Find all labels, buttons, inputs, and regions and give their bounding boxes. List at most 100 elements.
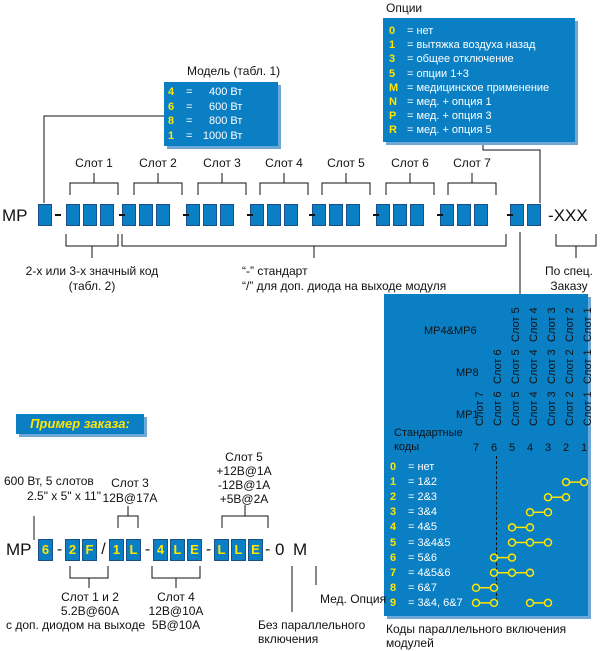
option-code: 3 (389, 53, 396, 66)
standard-note-2: “/” для доп. диода на выходе модуля (242, 279, 447, 293)
parallel-caption-1: Коды параллельного включения (386, 622, 567, 636)
parallel-label: = 3&4&5 (408, 536, 451, 549)
code-slot-box (100, 204, 114, 226)
code-slot-box (267, 204, 281, 226)
parallel-label: = нет (408, 461, 435, 473)
example-code-box: 4 (153, 539, 168, 561)
option-code: 0 (389, 25, 396, 37)
example-code-box: L (170, 539, 185, 561)
code-dash (55, 214, 61, 216)
model-row: 8 = 800 Вт (168, 114, 242, 128)
option-code: M (389, 81, 399, 94)
parallel-code: 6 (390, 551, 397, 564)
code-slot-box (410, 204, 424, 226)
option-label: = опции 1+3 (407, 67, 469, 80)
example-slot12-2: 5.2B@60A (60, 604, 120, 618)
option-row: 3= общее отключение (389, 52, 514, 66)
option-row: 5= опции 1+3 (389, 67, 469, 81)
digit-code-note-2: (табл. 2) (68, 279, 116, 293)
model-value: 1000 Вт (202, 129, 243, 142)
example-model-2: 2.5" x 5" x 11" (27, 489, 101, 503)
example-slot12-3: с доп. диодом на выходе (6, 618, 146, 632)
code-suffix: -XXX (548, 206, 588, 225)
connector-dot (489, 553, 499, 562)
connector-dot (543, 508, 553, 517)
code-slot-box (38, 204, 52, 226)
col-number: 3 (544, 442, 552, 454)
example-slot12-1: Слот 1 и 2 (61, 590, 119, 604)
model-code: 8 (168, 115, 175, 127)
model-value: 800 Вт (209, 115, 243, 127)
model-eq: = (186, 86, 193, 98)
example-slot4-1: Слот 4 (157, 590, 195, 604)
model-value: 400 Вт (209, 86, 243, 98)
code-slot-box (284, 204, 298, 226)
special-note-2: Заказу (550, 279, 588, 293)
connector-dot (507, 538, 517, 547)
connector-dot (489, 583, 499, 593)
model-row: 1=1000 Вт (168, 129, 242, 143)
example-code-box: L (214, 539, 229, 561)
example-title-box: Пример заказа: (16, 414, 144, 434)
connector-dot (543, 538, 553, 547)
model-code: 1 (168, 129, 175, 142)
parallel-code-row: 9= 3&4, 6&7 (390, 596, 463, 610)
col-number: 1 (580, 442, 588, 454)
slot-label: Слот 2 (139, 156, 177, 170)
model-eq: = (186, 115, 193, 127)
connector-dot (525, 568, 535, 577)
parallel-code: 0 (390, 461, 397, 473)
connector-dot (525, 598, 535, 608)
option-label: = мед. + опция 3 (407, 110, 492, 123)
code-slot-box (527, 204, 541, 226)
option-label: = мед. + опция 5 (407, 124, 492, 137)
option-code: R (389, 124, 397, 137)
example-slot3-1: Слот 3 (111, 476, 149, 490)
code-slot-box (156, 204, 170, 226)
slot-label: Слот 7 (453, 156, 491, 170)
option-row: P= мед. + опция 3 (389, 109, 492, 123)
model-row: 4=400 Вт (168, 85, 242, 99)
parallel-label: = 3&4 (408, 506, 438, 519)
example-separator: - (144, 541, 151, 558)
parallel-code: 4 (390, 521, 397, 534)
connector-dot (507, 568, 517, 577)
code-dash (183, 214, 189, 216)
code-slot-box (346, 204, 360, 226)
parallel-code: 5 (390, 536, 397, 549)
connector-dot (543, 492, 553, 502)
example-noparallel-2: включения (258, 632, 319, 646)
parallel-code: 9 (390, 596, 397, 609)
connector-dot (471, 583, 481, 593)
parallel-code: 2 (390, 491, 397, 504)
example-prefix: MP (6, 540, 32, 559)
example-slot3-2: 12B@17A (102, 491, 158, 505)
option-row: 0= нет (389, 24, 433, 38)
example-slot5-4: +5B@2A (219, 492, 269, 506)
slot-label: Слот 6 (391, 156, 429, 170)
example-noparallel-1: Без параллельного (258, 618, 366, 632)
parallel-code-row: 4= 4&5 (390, 520, 437, 534)
slot-label: Слот 1 (75, 156, 113, 170)
slot-label: Слот 5 (327, 156, 365, 170)
parallel-code-row: 7= 4&5&6 (390, 566, 451, 580)
option-row: R = мед. + опция 5 (389, 123, 492, 137)
example-med-option: Мед. Опция (320, 592, 387, 606)
code-dash (119, 214, 125, 216)
parallel-code-row: 2= 2&3 (390, 490, 437, 504)
code-dash (437, 214, 443, 216)
option-row: M= медицинское применение (389, 81, 549, 95)
code-slot-box (474, 204, 488, 226)
example-slot5-2: +12B@1A (216, 464, 272, 478)
connector-dot (507, 553, 517, 562)
connector-dot (561, 492, 571, 502)
example-code-box: E (248, 539, 263, 561)
parallel-code-row: 6= 5&6 (390, 551, 437, 565)
code-suffix-text: XXX (553, 206, 588, 225)
parallel-model-label: MP1 (456, 409, 479, 421)
example-code-box: F (82, 539, 97, 561)
parallel-code-row: 0 = нет (390, 460, 434, 474)
